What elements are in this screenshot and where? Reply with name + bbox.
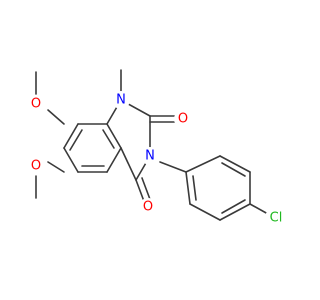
atom-o6-label: O — [31, 159, 41, 174]
atom-o7-label: O — [31, 97, 41, 112]
bond-ar6-double — [192, 175, 197, 201]
atom-labels: N N O O O O Cl — [27, 91, 287, 229]
bond-c7-c6 — [63, 147, 79, 173]
bond-ar1 — [185, 155, 221, 173]
bond-c4a-c8a-double — [102, 129, 115, 149]
atom-o6: O — [27, 157, 45, 175]
atom-o4-label: O — [143, 200, 153, 215]
atom-o7: O — [27, 95, 45, 113]
molecule-structure: N N O O O O Cl — [27, 69, 287, 229]
atom-o2: O — [174, 110, 192, 128]
atom-o2-label: O — [178, 112, 188, 127]
atom-cl-label: Cl — [270, 211, 283, 226]
bond-ar-cl — [249, 203, 269, 215]
atom-n3: N — [141, 147, 159, 165]
bond-c4-o4-double — [141, 177, 152, 203]
bond-c5-c4a — [106, 147, 122, 173]
bond-n3-ar — [159, 161, 187, 173]
bond-c7-o7 — [47, 109, 65, 125]
atom-cl: Cl — [265, 207, 287, 229]
bond-ar4 — [219, 203, 251, 221]
bond-c4a-c8a — [106, 123, 122, 149]
bond-ar5 — [189, 203, 221, 221]
bond-ar4-double — [221, 199, 246, 214]
atom-n1: N — [112, 91, 130, 109]
atom-n3-label: N — [145, 149, 155, 164]
bond-c8-c7 — [63, 123, 79, 149]
bond-ar2-double — [221, 162, 246, 177]
bonds — [35, 69, 269, 221]
bond-c4-c4a — [120, 147, 137, 181]
bond-ar6 — [185, 171, 191, 205]
bond-c6-o6 — [47, 161, 65, 173]
bond-c8-c7-double — [69, 129, 83, 151]
bond-ar2 — [219, 155, 251, 173]
atom-o4: O — [139, 198, 157, 216]
atom-n1-label: N — [116, 93, 126, 108]
